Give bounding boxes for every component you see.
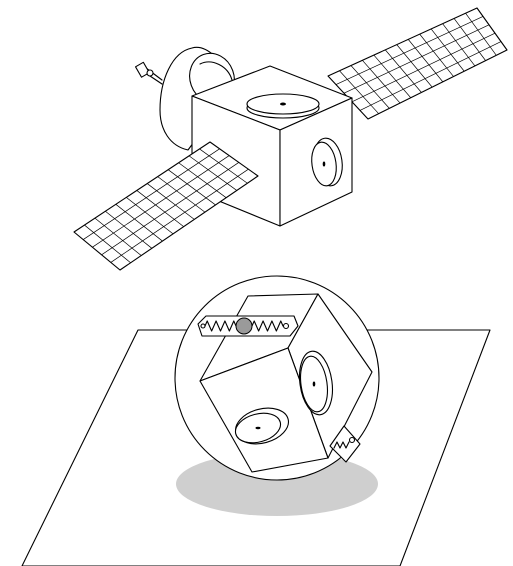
satellite-illustration xyxy=(73,7,508,271)
panel-grid-line xyxy=(147,183,195,220)
panel-grid-line xyxy=(126,197,174,235)
panel-grid-line xyxy=(339,70,379,114)
spring-mass-mechanism xyxy=(197,315,299,337)
panel-grid-line xyxy=(430,28,465,72)
panel-grid-line xyxy=(359,41,502,111)
cube-module xyxy=(199,293,373,473)
panel-grid-line xyxy=(396,44,433,88)
panel-grid-line xyxy=(101,162,239,256)
solar-panel-right xyxy=(327,7,508,120)
panel-grid-line xyxy=(92,155,230,248)
panel-grid-line xyxy=(442,23,476,67)
panel-grid-line xyxy=(419,33,454,77)
panel-grid-line xyxy=(351,32,496,103)
table-plane xyxy=(21,329,491,566)
panel-grid-line xyxy=(136,190,184,227)
satellite-body xyxy=(191,65,353,227)
panel-grid-line xyxy=(110,168,249,263)
panel-grid-line xyxy=(188,155,237,191)
panel-grid-line xyxy=(83,148,220,240)
spring-coil xyxy=(204,320,284,332)
air-bearing-test-bench xyxy=(21,275,491,566)
panel-grid-line xyxy=(385,49,422,93)
panel-grid-line xyxy=(178,162,227,198)
panel-grid-line xyxy=(105,210,153,249)
mass-ball xyxy=(235,317,253,335)
panel-grid-line xyxy=(407,39,444,83)
panel-grid-line xyxy=(199,148,248,184)
panel-grid-line xyxy=(94,217,142,256)
corner-actuator xyxy=(329,425,361,463)
panel-grid-line xyxy=(84,224,131,264)
panel-grid-line xyxy=(167,169,216,206)
panel-grid-line xyxy=(350,65,390,109)
panel-grid-line xyxy=(157,176,206,213)
panel-grid-line xyxy=(362,60,401,104)
panel-grid-line xyxy=(343,24,490,94)
panel-grid-line xyxy=(373,54,412,98)
panel-grid-line xyxy=(115,204,163,242)
panel-grid-line xyxy=(465,13,497,56)
panel-grid-line xyxy=(453,18,486,61)
panel-grid-line xyxy=(335,16,484,85)
module-shadow xyxy=(176,452,378,516)
solar-panel-left xyxy=(73,141,259,271)
